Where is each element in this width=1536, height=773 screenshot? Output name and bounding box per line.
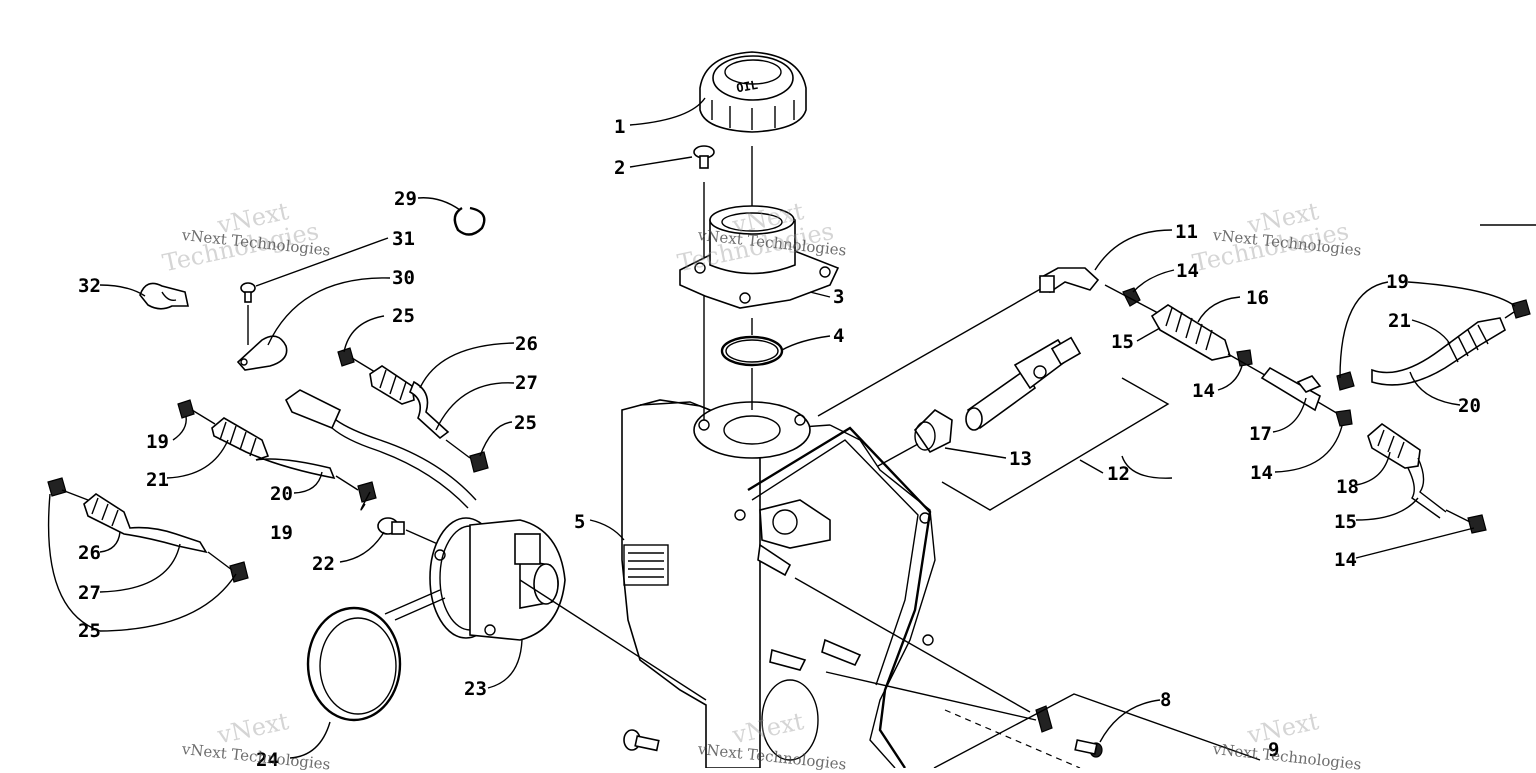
callout-16: 16 [1246, 287, 1269, 309]
cap-oil-text: OIL [735, 78, 759, 96]
callout-25: 25 [392, 305, 415, 327]
bracket-30 [236, 335, 288, 371]
callout-27: 27 [78, 582, 101, 604]
callout-11: 11 [1175, 221, 1198, 243]
bolt-8 [1074, 739, 1103, 758]
callout-21: 21 [146, 469, 169, 491]
callout-15: 15 [1111, 331, 1134, 353]
callout-14: 14 [1334, 549, 1357, 571]
filler-cap: OIL [699, 51, 807, 133]
callout-12: 12 [1107, 463, 1130, 485]
callout-15: 15 [1334, 511, 1357, 533]
callout-26: 26 [78, 542, 101, 564]
callout-31: 31 [392, 228, 415, 250]
grommet-13 [913, 408, 953, 454]
callout-4: 4 [833, 325, 844, 347]
callout-32: 32 [78, 275, 101, 297]
callout-20: 20 [270, 483, 293, 505]
callout-21: 21 [1388, 310, 1411, 332]
callout-5: 5 [574, 511, 585, 533]
callout-2: 2 [614, 157, 625, 179]
leader-lines [47, 97, 1516, 759]
clip-32 [139, 282, 189, 310]
o-ring-24 [306, 606, 402, 722]
fitting-22 [377, 517, 405, 535]
callout-14: 14 [1192, 380, 1215, 402]
callout-29: 29 [394, 188, 417, 210]
callout-24: 24 [256, 749, 279, 768]
o-ring-4 [720, 335, 784, 367]
callout-26: 26 [515, 333, 538, 355]
callout-numbers: 1 2 3 4 5 8 9 11 12 13 14 14 14 14 15 15… [78, 116, 1481, 768]
screw-2 [693, 145, 715, 169]
callout-17: 17 [1249, 423, 1272, 445]
callout-1: 1 [614, 116, 625, 138]
callout-3: 3 [833, 286, 844, 308]
callout-13: 13 [1009, 448, 1032, 470]
callout-25: 25 [514, 412, 537, 434]
callout-8: 8 [1160, 689, 1171, 711]
callout-14: 14 [1176, 260, 1199, 282]
callout-19: 19 [1386, 271, 1409, 293]
warning-label [623, 544, 669, 586]
callout-14: 14 [1250, 462, 1273, 484]
callout-22: 22 [312, 553, 335, 575]
callout-9: 9 [1268, 739, 1279, 761]
bracket-12 [941, 377, 1170, 511]
filler-neck [679, 205, 840, 309]
callout-23: 23 [464, 678, 487, 700]
callout-19: 19 [270, 522, 293, 544]
callout-30: 30 [392, 267, 415, 289]
oil-pump-23 [429, 517, 566, 641]
bolt-bottom [623, 729, 660, 752]
elbow-fitting-11 [1038, 267, 1100, 294]
callout-19: 19 [146, 431, 169, 453]
callout-18: 18 [1336, 476, 1359, 498]
screw-31 [240, 282, 256, 303]
oil-tank [621, 399, 936, 768]
callout-25: 25 [78, 620, 101, 642]
callout-20: 20 [1458, 395, 1481, 417]
callout-27: 27 [515, 372, 538, 394]
oil-level-sensor [965, 336, 1082, 431]
retaining-ring-29 [453, 206, 486, 236]
